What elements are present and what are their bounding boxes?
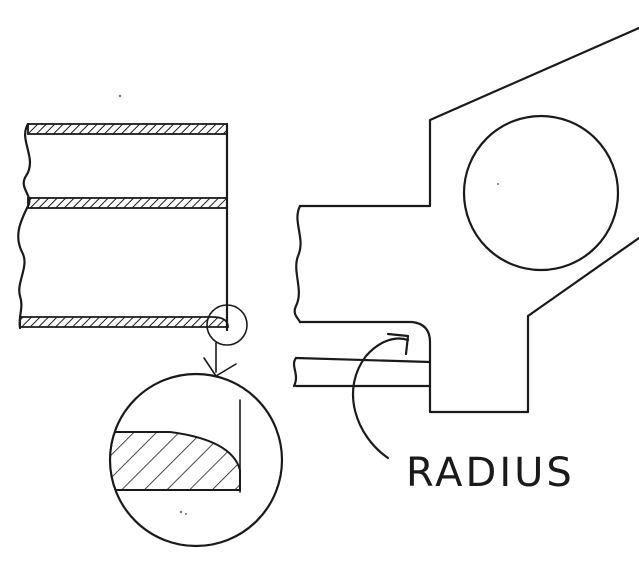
radius-leader-arrowhead xyxy=(386,332,410,356)
bottom-plate-band xyxy=(19,316,229,328)
magnified-detail-view xyxy=(108,372,284,548)
paper-speck xyxy=(118,94,122,98)
bracket-break-line xyxy=(293,204,302,324)
top-plate-band xyxy=(27,123,228,135)
paper-speck xyxy=(185,513,187,515)
paper-speck xyxy=(497,183,499,185)
paper-speck xyxy=(179,510,183,514)
middle-plate-band xyxy=(27,197,228,209)
magnified-rounded-corner xyxy=(110,431,241,491)
radius-callout xyxy=(351,332,410,460)
bracket-drawing xyxy=(292,26,639,414)
plate-section-drawing xyxy=(17,122,229,332)
detail-circle xyxy=(206,304,248,346)
plate-break-line xyxy=(17,122,32,330)
radius-label: RADIUS xyxy=(406,450,575,496)
bracket-outline xyxy=(298,26,639,414)
radius-leader-curve xyxy=(351,337,410,460)
lower-strip-break xyxy=(292,356,298,388)
detail-callout xyxy=(203,304,248,377)
bracket-hole xyxy=(462,114,620,272)
detail-leader-arrowhead xyxy=(203,357,237,377)
